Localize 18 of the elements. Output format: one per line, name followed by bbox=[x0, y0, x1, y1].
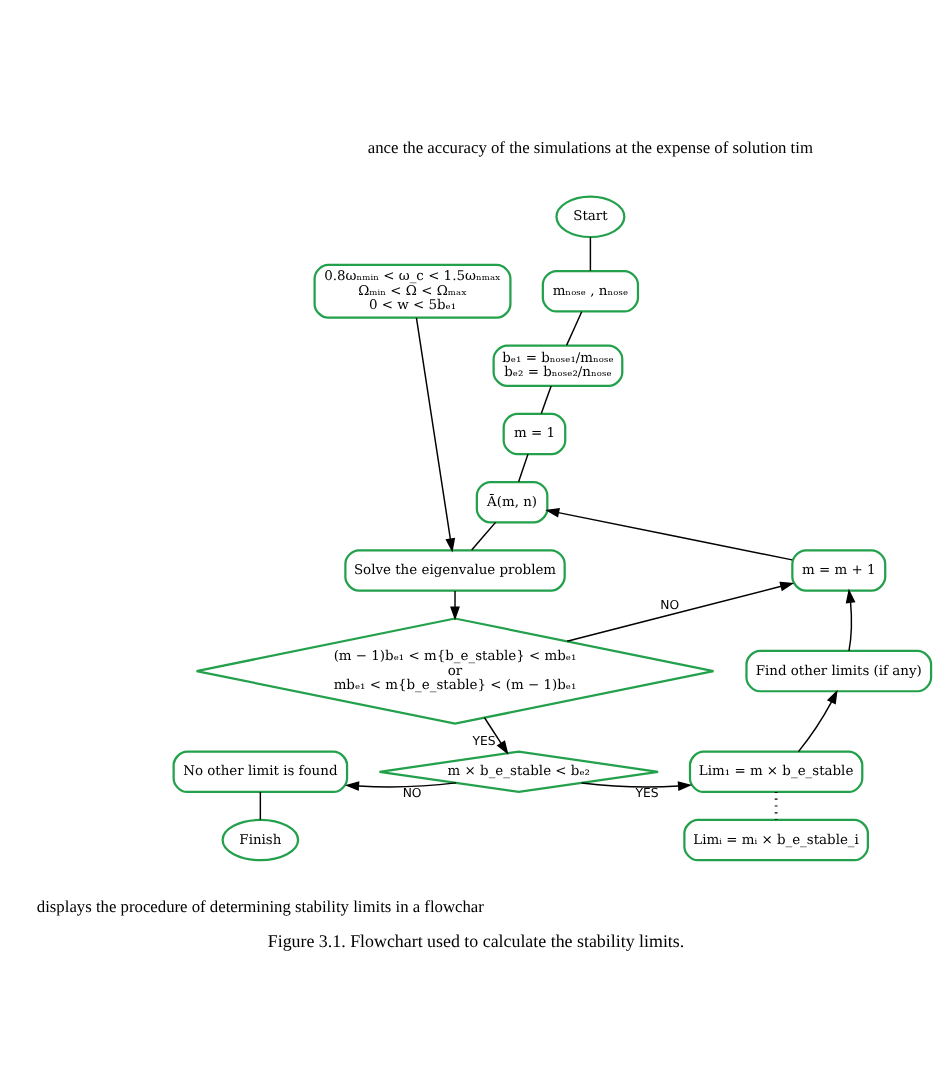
connector bbox=[565, 311, 583, 346]
caption: Figure 3.1. Flowchart used to calculate the stability limits. bbox=[267, 931, 685, 952]
connector bbox=[517, 453, 529, 483]
arrow bbox=[415, 317, 456, 553]
arrow bbox=[545, 507, 793, 561]
label: ance the accuracy of the simulations at the expense of solution tim bbox=[367, 138, 813, 157]
arrow bbox=[845, 588, 856, 652]
arrow bbox=[344, 781, 457, 791]
connector bbox=[540, 385, 552, 415]
arrow bbox=[566, 581, 795, 642]
arrow bbox=[580, 781, 693, 791]
arrow bbox=[797, 689, 838, 753]
arrow bbox=[450, 590, 460, 621]
label: displays the procedure of determining stability limits in a flowchar bbox=[36, 898, 484, 917]
connector bbox=[470, 521, 497, 551]
connector bbox=[589, 236, 592, 272]
arrow bbox=[483, 716, 509, 755]
connector bbox=[259, 791, 262, 821]
